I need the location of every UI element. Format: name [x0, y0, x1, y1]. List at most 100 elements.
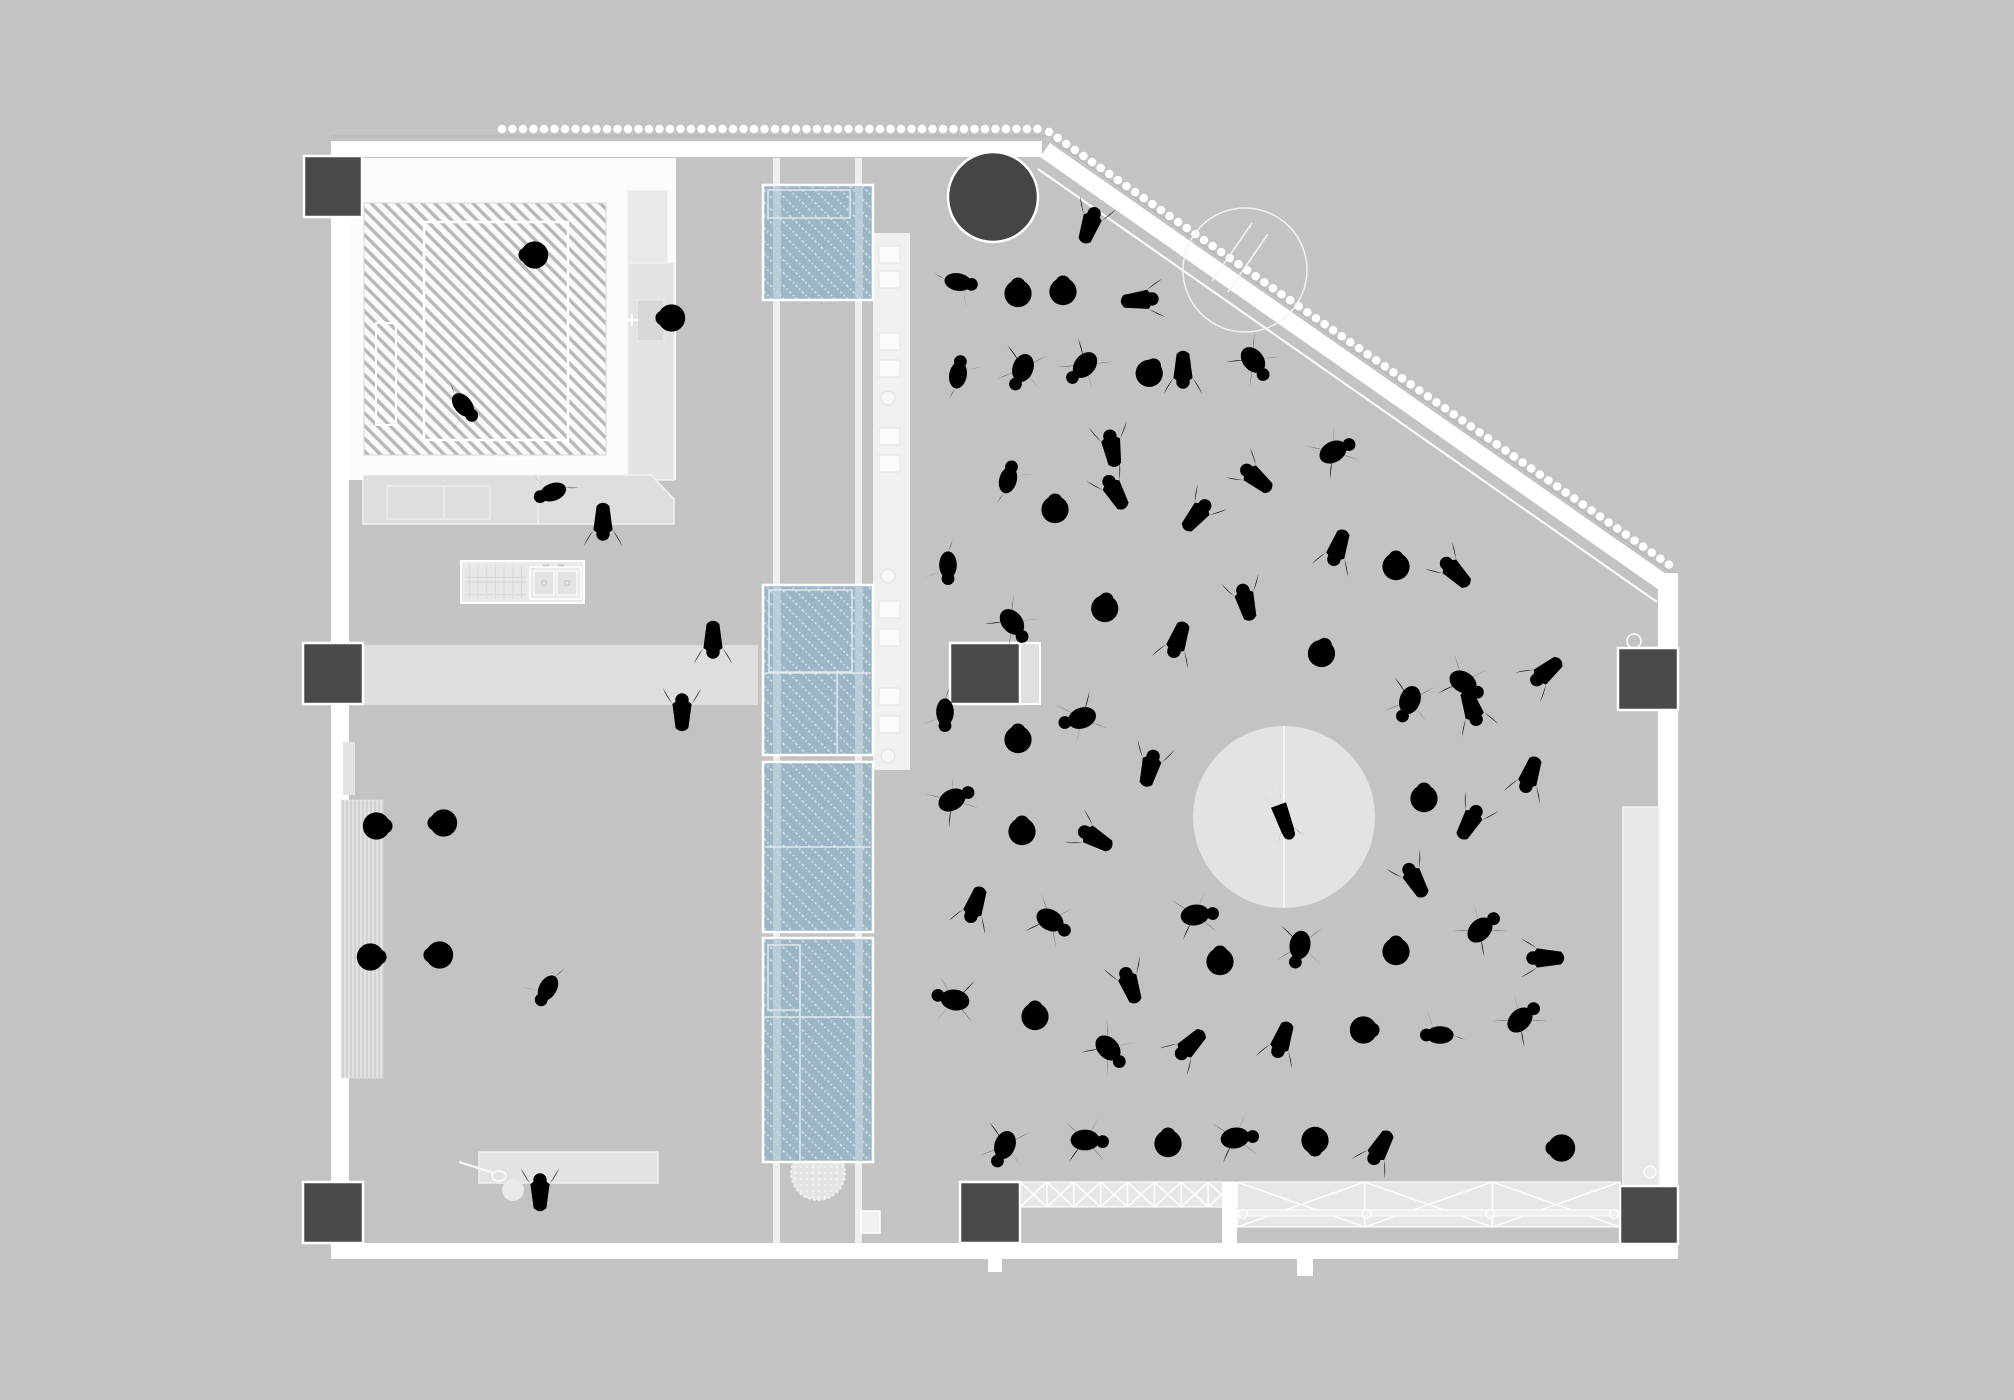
dancer-figure: [927, 973, 980, 1026]
dancer-figure: [1386, 849, 1442, 907]
dancer-figure: [1222, 329, 1286, 393]
dancer-figure: [1221, 573, 1270, 626]
bar-counter: [363, 645, 758, 705]
structural-column: [302, 154, 364, 219]
dancer-figure: [1077, 1017, 1141, 1081]
dancer-figure: [1447, 683, 1499, 738]
dancer-figure: [1021, 1000, 1049, 1031]
diagonal-wall: [1040, 143, 1669, 590]
person-figure: [427, 809, 458, 837]
door-swing: [501, 459, 536, 478]
person-figure: [517, 953, 569, 1010]
banquette-strip: [873, 233, 910, 770]
building-walls: [331, 124, 1678, 1259]
wall-shelf-striped: [340, 799, 384, 1079]
dancer-figure: [1008, 815, 1036, 846]
dancer-figure: [922, 768, 984, 830]
wall-lockers: [1622, 806, 1660, 1187]
banquette-seat: [878, 715, 901, 734]
person-figure: [423, 941, 454, 969]
dancer-figure: [1382, 550, 1410, 581]
blue-training-mats: [761, 183, 875, 1164]
dancer-figure: [1064, 809, 1122, 865]
dancer-figure: [1301, 1126, 1329, 1157]
structural-columns: [301, 154, 1680, 1246]
banquette-seat: [878, 332, 901, 351]
entry-dark-circle: [946, 150, 1040, 244]
dancer-figure: [1225, 447, 1284, 506]
dancer-figure: [1119, 278, 1166, 321]
dancer-figure: [1449, 897, 1513, 961]
dancer-figure: [1382, 935, 1410, 966]
dancer-figure: [1020, 890, 1082, 952]
right-wall: [1658, 573, 1678, 1258]
dancer-figure: [1210, 1111, 1263, 1164]
structural-column: [301, 1180, 365, 1245]
dancer-figure: [1159, 1017, 1218, 1076]
dancer-figure: [1521, 938, 1565, 978]
structural-column: [1616, 646, 1680, 712]
dancer-figure: [1170, 888, 1223, 941]
dancer-figure: [1088, 590, 1121, 625]
dancer-figure: [1163, 350, 1203, 394]
structural-column: [1618, 1184, 1680, 1246]
kitchen-sink-unit: [460, 560, 585, 604]
service-counter: [362, 474, 675, 525]
banquette-seat: [878, 628, 901, 647]
header-text-block: [1668, 110, 1700, 119]
structural-column: [301, 641, 365, 706]
banquette-seat: [878, 245, 901, 264]
dancer-figure: [975, 1117, 1034, 1176]
dancer-figure: [1206, 945, 1234, 976]
dancer-figure: [993, 340, 1052, 399]
dancer-figure: [1351, 1121, 1407, 1179]
dancer-figure: [1049, 275, 1077, 306]
dancer-figure: [928, 268, 980, 310]
dancer-figure: [1424, 541, 1483, 600]
top-wall: [331, 141, 1042, 157]
banquette-round-seat: [880, 748, 896, 764]
banquette-seat: [878, 270, 901, 289]
dancer-figure: [1380, 672, 1439, 731]
banquette-round-seat: [880, 390, 896, 406]
bottom-desk: [478, 1151, 659, 1184]
dancer-figure: [1103, 955, 1155, 1010]
banquette-seat: [878, 427, 901, 446]
dancer-figure: [1303, 420, 1365, 482]
dancer-figure: [1064, 1117, 1109, 1163]
dancer-figure: [1443, 791, 1499, 849]
dancer-figure: [1515, 644, 1574, 703]
dancer-figure: [1255, 1015, 1307, 1070]
bottom-trusses: [988, 1181, 1621, 1276]
dancer-figure: [1311, 523, 1363, 578]
dancer-figure: [1004, 723, 1032, 754]
bottom-wall: [331, 1243, 1678, 1259]
banquette-round-seat: [880, 568, 896, 584]
banquette-seat: [878, 454, 901, 473]
banquette-seat: [878, 687, 901, 706]
dancer-figure: [1503, 750, 1555, 805]
dancer-figure: [1041, 493, 1069, 524]
dancer-figure: [1304, 633, 1340, 671]
person-figure: [362, 812, 393, 840]
dancer-figure: [1410, 782, 1438, 813]
blue-mat: [761, 583, 875, 757]
blue-mat: [761, 183, 875, 302]
dancer-figure: [948, 880, 1000, 935]
dancer-figure: [1489, 987, 1553, 1051]
dancer-figure: [1273, 920, 1326, 973]
cleaning-mop: [458, 1161, 524, 1201]
dancer-figure: [1126, 739, 1175, 792]
side-cabinet: [627, 262, 675, 481]
dancer-figure: [1545, 1134, 1576, 1162]
dancer-figure: [992, 458, 1037, 511]
banquette-seat: [878, 600, 901, 619]
furniture: [878, 245, 901, 764]
dancer-figure: [944, 353, 986, 405]
dancer-figure: [1088, 421, 1135, 471]
dancer-figure: [1169, 484, 1228, 543]
dancer-figure: [924, 539, 957, 585]
banquette-seat: [878, 359, 901, 378]
structural-column: [958, 1180, 1022, 1245]
